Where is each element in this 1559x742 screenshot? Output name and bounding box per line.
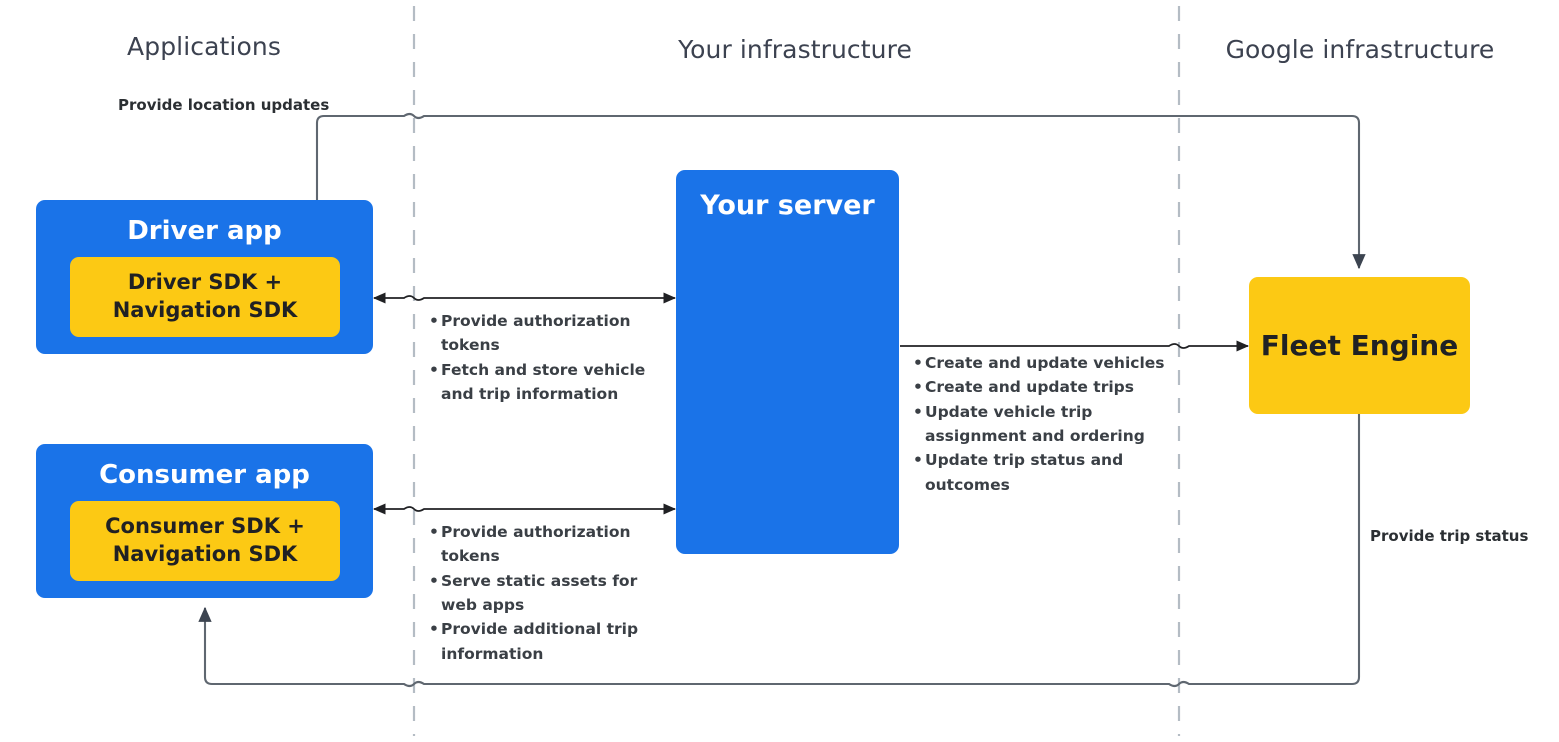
bullet-list: Provide authorization tokens Serve stati…: [429, 520, 659, 666]
bullet-list: Provide authorization tokens Fetch and s…: [429, 309, 659, 406]
bullets-driver-to-server: Provide authorization tokens Fetch and s…: [429, 309, 659, 406]
label-provide-trip-status: Provide trip status: [1370, 527, 1529, 545]
your-server-box[interactable]: Your server: [676, 170, 899, 554]
list-item: Update vehicle trip assignment and order…: [913, 400, 1165, 449]
driver-sdk-box[interactable]: Driver SDK + Navigation SDK: [70, 257, 340, 337]
column-heading-your-infrastructure: Your infrastructure: [678, 35, 912, 64]
list-item: Provide additional trip information: [429, 617, 659, 666]
list-item: Fetch and store vehicle and trip informa…: [429, 358, 659, 407]
list-item: Provide authorization tokens: [429, 309, 659, 358]
your-server-title: Your server: [700, 190, 875, 221]
list-item: Create and update vehicles: [913, 351, 1165, 376]
list-item: Create and update trips: [913, 375, 1165, 400]
list-item: Serve static assets for web apps: [429, 569, 659, 618]
driver-app-title: Driver app: [127, 216, 282, 246]
bullets-consumer-to-server: Provide authorization tokens Serve stati…: [429, 520, 659, 666]
driver-app-box[interactable]: Driver app Driver SDK + Navigation SDK: [36, 200, 373, 354]
list-item: Update trip status and outcomes: [913, 448, 1165, 497]
label-provide-location-updates: Provide location updates: [118, 96, 330, 114]
list-item: Provide authorization tokens: [429, 520, 659, 569]
bullet-list: Create and update vehicles Create and up…: [913, 351, 1165, 497]
consumer-sdk-box[interactable]: Consumer SDK + Navigation SDK: [70, 501, 340, 581]
bullets-server-to-fleet-engine: Create and update vehicles Create and up…: [913, 351, 1165, 497]
wire-consumer-server: [372, 503, 677, 515]
fleet-engine-box[interactable]: Fleet Engine: [1249, 277, 1470, 414]
wire-driver-server: [372, 292, 677, 304]
column-heading-google-infrastructure: Google infrastructure: [1225, 35, 1495, 64]
consumer-app-title: Consumer app: [99, 460, 310, 490]
column-heading-applications: Applications: [127, 32, 281, 61]
wire-server-fleet-engine: [900, 340, 1250, 352]
consumer-app-box[interactable]: Consumer app Consumer SDK + Navigation S…: [36, 444, 373, 598]
